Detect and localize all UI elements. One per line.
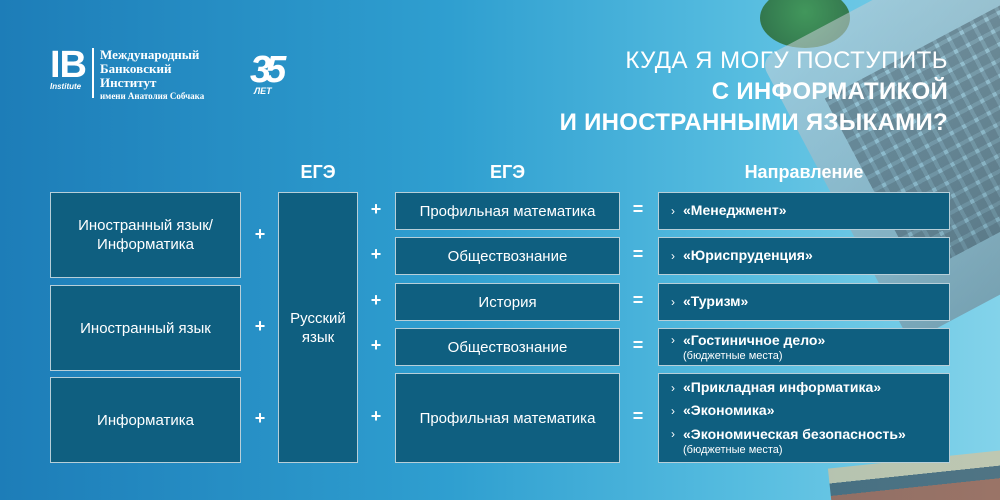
ege-subject-box: Профильная математика — [395, 373, 620, 463]
title-line-1: КУДА Я МОГУ ПОСТУПИТЬ — [625, 47, 948, 74]
direction-label: «Юриспруденция» — [683, 246, 813, 263]
ege-subject-label: Профильная математика — [419, 202, 596, 220]
plus-sign: + — [370, 335, 382, 355]
anniversary-badge: 35 ЛЕТ — [250, 50, 298, 102]
left-subject-label: Информатика — [97, 411, 194, 429]
header-ege-1: ЕГЭ — [300, 162, 336, 182]
direction-item: › «Экономическая безопасность» (бюджетны… — [671, 425, 906, 457]
equals-sign: = — [632, 290, 644, 310]
direction-label: «Экономика» — [683, 402, 775, 418]
ege-subject-box: История — [395, 283, 620, 321]
direction-item: › «Экономика» — [671, 402, 906, 421]
left-subject-box: Иностранный язык — [50, 285, 241, 371]
logo-mark: IB Institute — [50, 44, 87, 91]
left-subject-box: Иностранный язык/ Информатика — [50, 192, 241, 278]
left-subject-box: Информатика — [50, 377, 241, 463]
chevron-right-icon: › — [671, 381, 675, 395]
logo-divider — [92, 48, 94, 98]
plus-sign: + — [370, 290, 382, 310]
ege-subject-box: Обществознание — [395, 237, 620, 275]
logo-text: Международный Банковский Институт имени … — [100, 48, 204, 102]
ege-subject-label: Обществознание — [447, 338, 568, 356]
plus-sign: + — [370, 199, 382, 219]
logo-ib-letters: IB — [50, 44, 87, 86]
direction-item: › «Гостиничное дело» (бюджетные места) — [671, 331, 825, 363]
direction-note: (бюджетные места) — [683, 444, 783, 456]
equals-sign: = — [632, 335, 644, 355]
page-title: КУДА Я МОГУ ПОСТУПИТЬ С ИНФОРМАТИКОЙ И И… — [560, 46, 948, 138]
chevron-right-icon: › — [671, 248, 675, 263]
direction-item: › «Туризм» — [671, 293, 748, 312]
plus-sign: + — [254, 408, 266, 428]
direction-box: › «Туризм» — [658, 283, 950, 321]
ege-subject-label: История — [478, 293, 537, 311]
direction-label: «Менеджмент» — [683, 201, 787, 218]
chevron-right-icon: › — [671, 333, 675, 347]
header-direction: Направление — [744, 162, 864, 182]
left-subject-label: Иностранный язык — [80, 319, 211, 337]
ege-subject-label: Обществознание — [447, 247, 568, 265]
chevron-right-icon: › — [671, 404, 675, 418]
equals-sign: = — [632, 199, 644, 219]
ege-subject-box: Обществознание — [395, 328, 620, 366]
title-line-2: С ИНФОРМАТИКОЙ — [711, 78, 948, 105]
logo-line-1: Международный — [100, 47, 200, 62]
logo-line-3: Институт — [100, 75, 157, 90]
direction-label: «Гостиничное дело» — [683, 332, 826, 348]
direction-item: › «Юриспруденция» — [671, 247, 813, 266]
direction-box: › «Юриспруденция» — [658, 237, 950, 275]
chevron-right-icon: › — [671, 294, 675, 309]
chevron-right-icon: › — [671, 427, 675, 441]
logo-line-2: Банковский — [100, 61, 172, 76]
direction-box: › «Прикладная информатика» › «Экономика»… — [658, 373, 950, 463]
direction-label: «Прикладная информатика» — [683, 379, 882, 395]
chevron-right-icon: › — [671, 203, 675, 218]
equals-sign: = — [632, 244, 644, 264]
plus-sign: + — [254, 316, 266, 336]
plus-sign: + — [254, 224, 266, 244]
plus-sign: + — [370, 244, 382, 264]
equals-sign: = — [632, 406, 644, 426]
logo-line-4: имени Анатолия Собчака — [100, 91, 205, 101]
institute-logo: IB Institute Международный Банковский Ин… — [50, 44, 204, 102]
direction-item: › «Прикладная информатика» — [671, 379, 906, 398]
direction-box: › «Гостиничное дело» (бюджетные места) — [658, 328, 950, 366]
left-subject-label: Иностранный язык/ Информатика — [78, 217, 213, 253]
direction-label: «Экономическая безопасность» — [683, 426, 906, 442]
direction-box: › «Менеджмент» — [658, 192, 950, 230]
title-line-3: И ИНОСТРАННЫМИ ЯЗЫКАМИ? — [559, 109, 948, 136]
anniversary-number: 35 — [250, 49, 286, 91]
direction-label: «Туризм» — [683, 292, 749, 309]
plus-sign: + — [370, 406, 382, 426]
direction-item: › «Менеджмент» — [671, 202, 787, 221]
header-ege-2: ЕГЭ — [489, 162, 525, 182]
russian-language-label: Русский язык — [290, 309, 346, 346]
direction-note: (бюджетные места) — [683, 350, 783, 362]
anniversary-label: ЛЕТ — [254, 86, 272, 96]
logo-institute-label: Institute — [50, 82, 82, 91]
russian-language-box: Русский язык — [278, 192, 358, 463]
ege-subject-label: Профильная математика — [419, 409, 596, 427]
ege-subject-box: Профильная математика — [395, 192, 620, 230]
